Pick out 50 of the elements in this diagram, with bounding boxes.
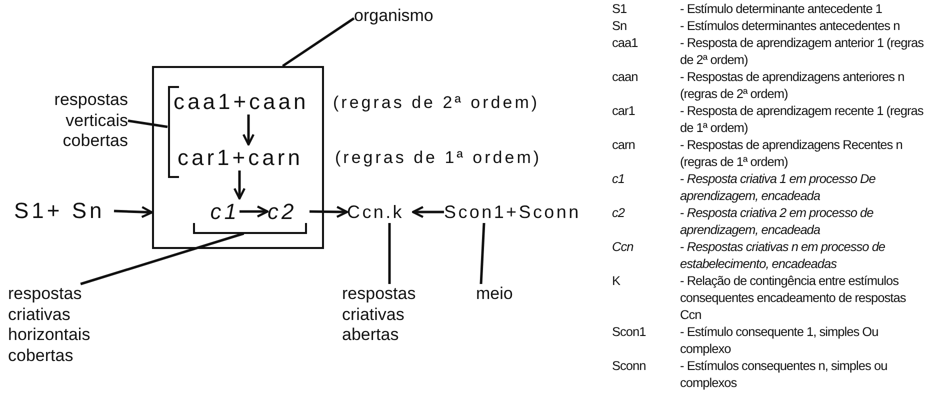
- rule-order-note: (regras de 1ª ordem): [335, 147, 542, 169]
- glossary-definition: - Estímulos consequentes n, simples ou complexos: [680, 357, 888, 391]
- arrow: [114, 206, 154, 218]
- glossary-definition: - Respostas de aprendizagens Recentes n (regras de 1ª ordem): [680, 136, 904, 170]
- node-label: caa1+caan: [174, 88, 324, 114]
- glossary-term: Sn: [612, 17, 628, 34]
- glossary-term: carn: [612, 136, 636, 154]
- glossary-definition: - Estímulos determinantes antecedentes n: [680, 17, 901, 34]
- arrow: [309, 206, 348, 218]
- glossary-term: c1: [612, 170, 626, 188]
- node-label: c1: [202, 198, 240, 224]
- organism-box: [152, 66, 324, 249]
- leader-line: [388, 223, 391, 284]
- leader-line: [128, 120, 168, 128]
- arrow: [412, 206, 444, 218]
- glossary-term: caa1: [612, 34, 639, 52]
- glossary-term: caan: [612, 68, 639, 86]
- node-label: S1+ Sn: [14, 198, 114, 224]
- glossary-definition: - Relação de contingência entre estímulos consequentes encadeamento de respostas Ccn: [680, 272, 907, 323]
- glossary-definition: - Estímulo consequente 1, simples Ou complexo: [680, 323, 880, 357]
- arrow: [242, 114, 255, 146]
- leader-line: [480, 222, 486, 284]
- node-label: respostas verticais cobertas: [20, 90, 128, 152]
- node-label: Scon1+Sconn: [444, 201, 604, 223]
- glossary-definition: - Estímulo determinante antecedente 1: [680, 0, 884, 17]
- node-label: car1+carn: [178, 144, 320, 170]
- glossary-term: car1: [612, 102, 636, 120]
- glossary-term: K: [612, 272, 622, 290]
- node-label: organismo: [354, 6, 454, 26]
- glossary-definition: - Respostas criativas n em processo de estabelecimento, encadeadas: [680, 238, 886, 272]
- node-label: c2: [268, 198, 310, 224]
- glossary-definition: - Resposta de aprendizagem anterior 1 (regras de 2ª ordem): [680, 34, 925, 68]
- node-label: respostas criativas horizontais cobertas: [8, 284, 118, 366]
- glossary-definition: - Resposta criativa 2 em processo de aprendizagem, encadeada: [680, 204, 874, 238]
- glossary-term: S1: [612, 0, 628, 17]
- glossary-definition: - Respostas de aprendizagens anteriores n (regras de 2ª ordem): [680, 68, 906, 102]
- glossary-definition: - Resposta criativa 1 em processo De aprendizagem, encadeada: [680, 170, 876, 204]
- glossary-term: Sconn: [612, 357, 647, 375]
- leader-line: [282, 17, 355, 68]
- glossary-term: Scon1: [612, 323, 647, 341]
- arrow: [240, 205, 269, 218]
- node-label: respostas criativas abertas: [342, 284, 437, 346]
- arrow: [233, 170, 246, 200]
- glossary-definition: - Resposta de aprendizagem recente 1 (regras de 1ª ordem): [680, 102, 924, 136]
- glossary-term: Ccn: [612, 238, 634, 256]
- glossary-term: c2: [612, 204, 626, 222]
- node-label: meio: [476, 284, 526, 304]
- rule-order-note: (regras de 2ª ordem): [333, 92, 540, 114]
- leader-line: [80, 232, 244, 286]
- node-label: Ccn.k: [347, 201, 413, 223]
